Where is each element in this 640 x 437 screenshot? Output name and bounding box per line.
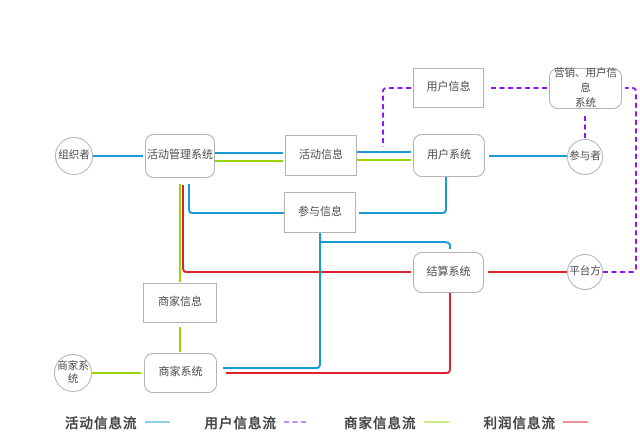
node-activity-mgmt-label: 活动管理系统	[147, 149, 213, 162]
node-user-info: 用户信息	[413, 68, 484, 108]
legend: 活动信息流 用户信息流 商家信息流 利润信息流	[0, 412, 640, 432]
edge-participation-info-to-activity-mgmt	[188, 184, 284, 214]
edge-participation-info-to-settlement	[320, 241, 451, 249]
node-platform: 平台方	[567, 254, 603, 290]
node-organizer-label: 组织者	[58, 149, 90, 162]
legend-label-activity-flow: 活动信息流	[65, 416, 138, 431]
legend-item-activity-flow: 活动信息流	[65, 412, 183, 432]
node-marketing-system: 营销、用户信息 系统	[549, 67, 622, 109]
legend-item-user-flow: 用户信息流	[205, 412, 323, 432]
node-activity-info: 活动信息	[285, 135, 357, 176]
node-activity-info-label: 活动信息	[299, 148, 343, 161]
legend-label-merchant-flow: 商家信息流	[344, 416, 417, 431]
node-activity-mgmt-system: 活动管理系统	[145, 134, 215, 178]
node-merchant-actor: 商家系 统	[54, 354, 92, 392]
edge-user-info-to-flow	[382, 87, 411, 147]
node-participation-info-label: 参与信息	[298, 205, 342, 218]
node-marketing-system-label: 营销、用户信息 系统	[554, 67, 617, 109]
edge-platform-to-marketing	[603, 87, 637, 273]
node-settlement-system: 结算系统	[413, 252, 484, 293]
node-settlement-system-label: 结算系统	[426, 265, 471, 278]
node-user-system: 用户系统	[413, 134, 485, 177]
node-merchant-info: 商家信息	[143, 283, 217, 323]
node-participant-label: 参与者	[569, 150, 601, 163]
edge-participation-info-to-merchant-system	[223, 233, 321, 369]
node-participation-info: 参与信息	[284, 192, 356, 233]
edge-user-system-to-participation-info	[359, 177, 447, 214]
edge-settlement-to-merchant-system	[226, 293, 451, 374]
merchant-flow-arrow-icon	[423, 421, 449, 423]
profit-flow-arrow-icon	[563, 421, 588, 423]
node-user-info-label: 用户信息	[426, 81, 471, 94]
legend-item-profit-flow: 利润信息流	[484, 412, 602, 432]
node-platform-label: 平台方	[569, 265, 601, 278]
node-participant: 参与者	[567, 139, 603, 175]
activity-flow-arrow-icon	[144, 421, 170, 423]
legend-label-user-flow: 用户信息流	[204, 416, 277, 431]
legend-item-merchant-flow: 商家信息流	[344, 412, 462, 432]
node-merchant-info-label: 商家信息	[158, 296, 202, 309]
user-flow-arrow-icon	[284, 421, 309, 423]
node-user-system-label: 用户系统	[427, 148, 471, 161]
node-merchant-actor-label: 商家系 统	[57, 359, 89, 385]
node-organizer: 组织者	[55, 137, 93, 175]
edge-settlement-to-activity-mgmt	[182, 185, 411, 273]
legend-label-profit-flow: 利润信息流	[483, 416, 556, 431]
node-merchant-system: 商家系统	[144, 353, 217, 393]
node-merchant-system-label: 商家系统	[158, 366, 203, 379]
